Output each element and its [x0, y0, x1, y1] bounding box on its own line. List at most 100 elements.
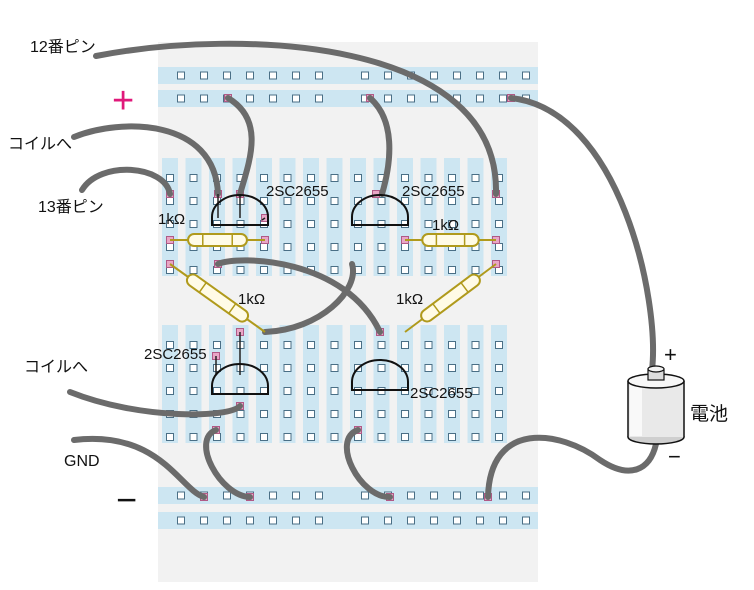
strip-hole	[260, 266, 268, 274]
rail-hole	[453, 491, 461, 500]
strip-hole	[283, 387, 292, 395]
label-gnd: GND	[64, 453, 100, 470]
label-coil-top: コイルへ	[8, 136, 72, 153]
strip-hole	[471, 364, 480, 372]
plus-rail-mark: +	[112, 80, 134, 122]
minus-rail-mark: −	[116, 479, 137, 520]
battery-label: 電池	[690, 403, 728, 425]
wire-cross-1	[215, 257, 383, 335]
rail-hole	[522, 71, 530, 80]
strip-hole	[283, 410, 292, 418]
resistor-label: 1kΩ	[396, 291, 423, 308]
resistor-body	[420, 273, 481, 323]
strip-hole	[330, 341, 339, 349]
strip-hole	[495, 410, 503, 418]
strip-hole	[424, 410, 433, 418]
strip-hole	[471, 220, 480, 228]
strip-hole	[354, 410, 362, 418]
power-rail-bottom-2	[158, 512, 538, 529]
rail-hole	[476, 516, 484, 525]
strip-hole	[307, 174, 315, 182]
transistor-top-left-leg	[261, 217, 266, 221]
strip-hole	[495, 433, 503, 441]
rail-hole	[200, 516, 208, 525]
strip-hole	[377, 410, 386, 418]
strip-hole	[236, 433, 245, 441]
rail-hole	[177, 491, 185, 500]
strip-hole	[307, 220, 315, 228]
rail-hole	[476, 491, 484, 500]
strip-hole	[189, 197, 198, 205]
strip-hole	[471, 174, 480, 182]
strip-hole	[260, 243, 268, 251]
rail-hole	[315, 71, 323, 80]
strip-hole	[283, 220, 292, 228]
rail-hole	[407, 491, 415, 500]
rail-hole	[315, 94, 323, 103]
rail-hole	[499, 491, 507, 500]
resistor-cross-left	[169, 263, 266, 333]
wire-plus-to-right	[367, 95, 393, 197]
rail-hole	[453, 516, 461, 525]
strip-hole	[283, 364, 292, 372]
strip-hole	[448, 174, 456, 182]
strip-hole	[166, 197, 174, 205]
strip-hole	[307, 433, 315, 441]
strip-hole	[166, 243, 174, 251]
rail-hole	[292, 94, 300, 103]
resistor-band	[432, 303, 441, 314]
rail-hole	[200, 71, 208, 80]
label-pin12: 12番ピン	[30, 38, 96, 56]
strip-hole	[354, 243, 362, 251]
rail-hole	[407, 516, 415, 525]
rail-hole	[246, 516, 254, 525]
strip-hole	[236, 266, 245, 274]
strip-hole	[166, 387, 174, 395]
transistor-label: 2SC2655	[144, 346, 207, 363]
rail-hole	[292, 491, 300, 500]
wire-cross-2	[262, 261, 356, 335]
strip-hole	[213, 433, 221, 441]
resistor-body	[187, 233, 248, 247]
rail-hole	[522, 516, 530, 525]
wire-base-left	[203, 427, 253, 500]
strip-hole	[330, 174, 339, 182]
strip-hole	[330, 243, 339, 251]
rail-hole	[476, 71, 484, 80]
strip-hole	[213, 341, 221, 349]
strip-hole	[166, 364, 174, 372]
strip-hole	[424, 174, 433, 182]
rail-hole	[177, 71, 185, 80]
rail-hole	[269, 491, 277, 500]
strip-hole	[495, 364, 503, 372]
strip-hole	[260, 433, 268, 441]
strip-hole	[448, 266, 456, 274]
strip-hole	[471, 197, 480, 205]
transistor-label: 2SC2655	[410, 385, 473, 402]
resistor-label: 1kΩ	[158, 211, 185, 228]
wire-pin13	[79, 166, 173, 197]
transistor-top-left	[211, 194, 269, 226]
resistor-body	[421, 233, 480, 247]
strip-hole	[448, 433, 456, 441]
strip-hole	[260, 364, 268, 372]
strip-hole	[166, 220, 174, 228]
strip-hole	[471, 433, 480, 441]
strip-hole	[377, 341, 386, 349]
wire-plus-to-left	[225, 95, 255, 197]
rail-hole	[269, 71, 277, 80]
strip-hole	[307, 197, 315, 205]
components	[169, 194, 497, 395]
strip-hole	[260, 174, 268, 182]
transistor-label: 2SC2655	[266, 183, 329, 200]
strip-hole	[471, 341, 480, 349]
strip-hole	[166, 341, 174, 349]
strip-hole	[401, 243, 409, 251]
strip-hole	[283, 341, 292, 349]
strip-hole	[448, 387, 456, 395]
strip-hole	[471, 266, 480, 274]
wire-coil-bottom	[67, 389, 243, 418]
strip-hole	[189, 341, 198, 349]
rail-hole	[430, 516, 438, 525]
strip-hole	[424, 197, 433, 205]
